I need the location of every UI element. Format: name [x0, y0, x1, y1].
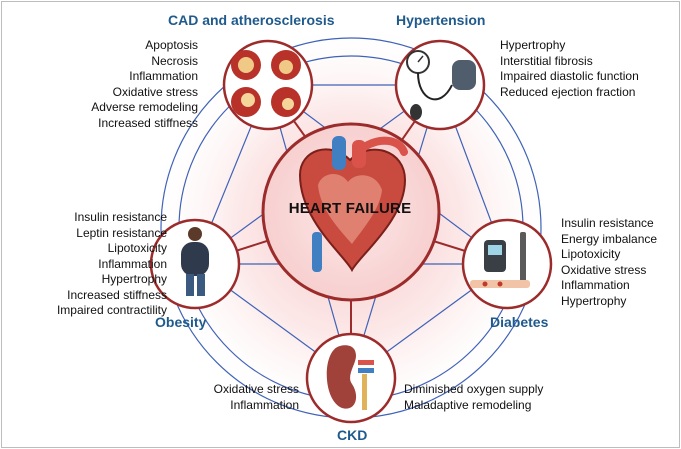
- person-figure-icon: [181, 227, 209, 296]
- cad-effect: Apoptosis: [145, 38, 198, 52]
- ckd-title: CKD: [337, 427, 368, 443]
- cad-effects-list: Apoptosis Necrosis Inflammation Oxidativ…: [91, 38, 198, 131]
- obesity-effect: Leptin resistance: [76, 225, 167, 240]
- heart-illustration: [298, 136, 408, 273]
- obesity-effect: Inflammation: [98, 256, 167, 271]
- cad-effect: Adverse remodeling: [91, 100, 198, 114]
- cad-effect: Inflammation: [129, 69, 198, 83]
- cad-effect: Necrosis: [151, 53, 198, 68]
- node-ckd: [305, 332, 397, 424]
- glucose-meter-icon: [470, 232, 530, 288]
- hypertension-effect: Reduced ejection fraction: [500, 84, 636, 99]
- diabetes-effect: Inflammation: [561, 278, 630, 292]
- node-diabetes: [461, 218, 553, 310]
- diabetes-effect: Insulin resistance: [561, 216, 654, 230]
- diabetes-title: Diabetes: [490, 314, 549, 330]
- cad-effect: Increased stiffness: [98, 115, 198, 130]
- diabetes-effect: Hypertrophy: [561, 293, 627, 308]
- diabetes-effect: Oxidative stress: [561, 262, 647, 277]
- ckd-effects-right-list: Diminished oxygen supply Maladaptive rem…: [404, 382, 543, 413]
- obesity-effect: Impaired contractility: [56, 303, 167, 317]
- node-cad: [222, 39, 314, 131]
- diabetes-effects-list: Insulin resistance Energy imbalance Lipo…: [561, 216, 657, 309]
- hypertension-effect: Hypertrophy: [500, 38, 566, 52]
- artery-cross-section-icon: [231, 50, 301, 117]
- hypertension-effect: Interstitial fibrosis: [500, 53, 593, 68]
- hypertension-effects-list: Hypertrophy Interstitial fibrosis Impair…: [500, 38, 639, 100]
- center-title: HEART FAILURE: [288, 200, 412, 217]
- ckd-effect: Maladaptive remodeling: [404, 397, 532, 412]
- obesity-effect: Lipotoxicity: [107, 241, 167, 255]
- ckd-effect: Inflammation: [230, 397, 299, 412]
- ckd-effect: Diminished oxygen supply: [404, 382, 544, 396]
- blood-pressure-cuff-icon: [406, 50, 476, 120]
- hypertension-title: Hypertension: [396, 12, 486, 28]
- cad-effect: Oxidative stress: [112, 84, 198, 99]
- diabetes-effect: Energy imbalance: [561, 231, 658, 246]
- node-hypertension: [394, 39, 486, 131]
- hypertension-effect: Impaired diastolic function: [500, 69, 639, 83]
- obesity-effect: Hypertrophy: [101, 272, 167, 286]
- node-obesity: [149, 218, 241, 310]
- diabetes-effect: Lipotoxicity: [561, 247, 621, 261]
- cad-title: CAD and atherosclerosis: [168, 12, 335, 28]
- ckd-effects-left-list: Oxidative stress Inflammation: [214, 382, 299, 413]
- obesity-effect: Insulin resistance: [74, 210, 167, 224]
- obesity-effects-list: Insulin resistance Leptin resistance Lip…: [57, 210, 167, 319]
- obesity-title: Obesity: [155, 314, 207, 330]
- ckd-effect: Oxidative stress: [213, 382, 299, 396]
- obesity-effect: Increased stiffness: [67, 287, 167, 302]
- kidney-icon: [326, 345, 374, 410]
